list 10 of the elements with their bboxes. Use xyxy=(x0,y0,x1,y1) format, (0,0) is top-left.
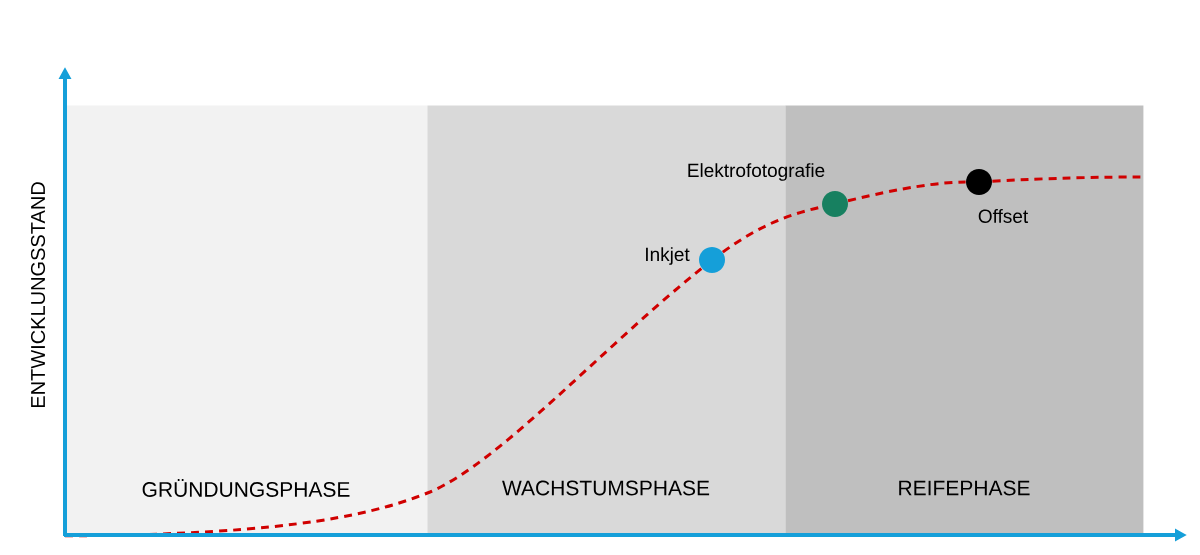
dot xyxy=(966,169,992,195)
phase-band: GRÜNDUNGSPHASE xyxy=(65,105,428,536)
dashed-curve xyxy=(992,175,1143,183)
dot xyxy=(822,191,848,217)
dot-label: Inkjet xyxy=(646,247,690,265)
dot xyxy=(699,247,725,273)
dashed-curve xyxy=(847,180,966,203)
axis-label: ENTWICKLUNGSSTAND xyxy=(30,182,46,408)
dot-label: Elektrofotografie xyxy=(688,163,825,181)
dot-label: Offset xyxy=(978,209,1029,223)
